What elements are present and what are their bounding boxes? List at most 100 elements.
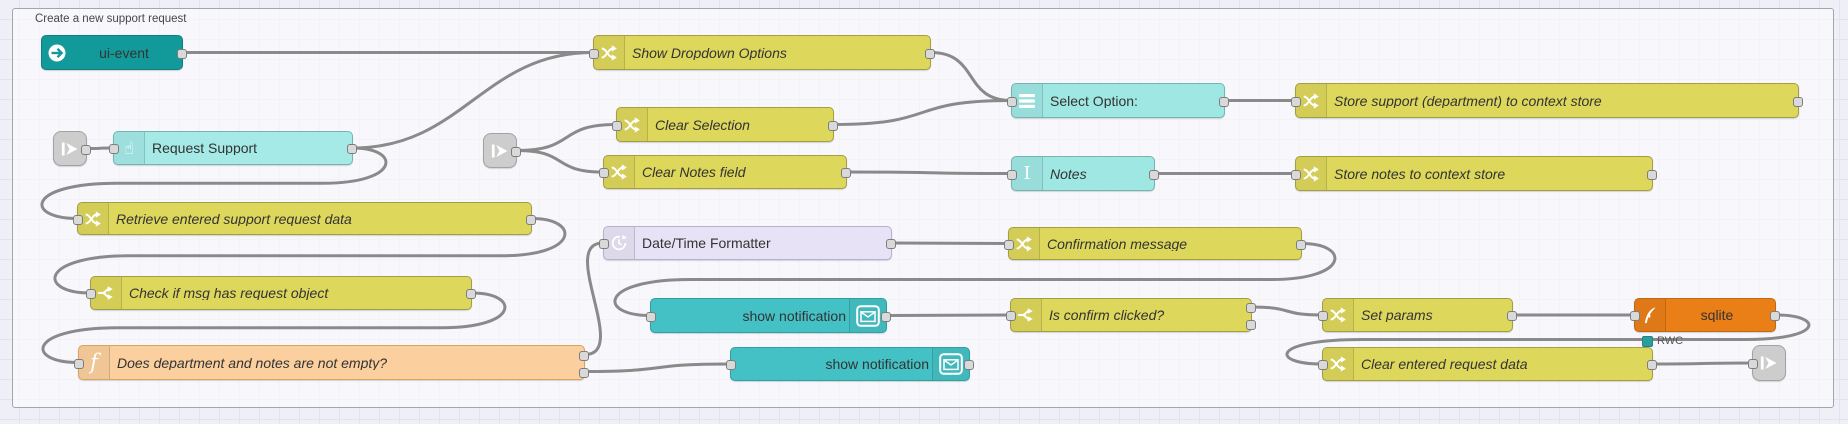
show-dropdown-options-node[interactable]: Show Dropdown Options [589,35,935,70]
output-port[interactable] [1149,169,1159,180]
wire-retrieve-request-data-to-check-msg-request[interactable] [53,217,567,295]
sqlite-node[interactable]: sqlite [1630,298,1780,332]
output-port[interactable] [841,168,851,178]
output-port[interactable] [828,120,838,131]
input-port[interactable] [1748,359,1758,369]
wire-clear-entered-request-to-link-out[interactable] [1651,361,1754,366]
link-arrow-icon [1753,346,1785,380]
clear-notes-field-node[interactable]: Clear Notes field [599,155,851,189]
wire-link-in-1-to-request-support[interactable] [85,146,115,150]
wire-check-msg-request-to-does-not-empty[interactable] [41,291,507,364]
datetime-formatter-node[interactable]: Date/Time Formatter [599,226,896,260]
output-port[interactable] [925,48,935,59]
node-label: Set params [1361,308,1433,322]
clear-entered-request-node[interactable]: Clear entered request data [1318,347,1657,381]
output-port[interactable] [526,214,536,225]
wire-confirmation-message-to-show-notification-1[interactable] [613,242,1337,317]
store-notes-node[interactable]: Store notes to context store [1291,156,1657,191]
input-port[interactable] [726,360,736,370]
set-params-node[interactable]: Set params [1318,298,1517,332]
wire-link-in-2-to-clear-selection[interactable] [515,123,618,152]
wire-does-not-empty-to-datetime-formatter[interactable] [583,241,605,356]
link-arrow-icon [54,132,86,165]
ui-event-node[interactable]: ui-event [41,35,187,70]
clear-selection-node[interactable]: Clear Selection [612,107,838,142]
check-msg-request-node[interactable]: Check if msg has request object [86,276,476,310]
wire-does-not-empty-to-show-notification-2[interactable] [583,362,732,373]
output-port[interactable] [579,350,589,361]
link-out-node[interactable] [1748,345,1786,381]
select-option-node[interactable]: Select Option: [1007,83,1229,118]
show-notification-1-node[interactable]: show notification [646,298,891,333]
output-port[interactable] [1647,169,1657,180]
wire-link-in-2-to-clear-notes-field[interactable] [515,149,605,174]
envelope-icon [932,348,969,380]
link-in-2-node[interactable] [483,133,521,168]
output-port[interactable] [347,144,357,154]
input-port[interactable] [646,311,656,322]
input-port[interactable] [612,120,622,131]
node-label: Show Dropdown Options [632,45,787,60]
request-support-node[interactable]: ☝Request Support [109,131,357,165]
input-port[interactable] [74,358,84,369]
input-port[interactable] [109,144,119,154]
output-port[interactable] [964,360,974,370]
output-port[interactable] [886,239,896,249]
input-port[interactable] [1318,360,1328,370]
output-port[interactable] [1246,320,1256,330]
store-support-department-node[interactable]: Store support (department) to context st… [1291,83,1803,118]
input-port[interactable] [599,168,609,178]
output-port[interactable] [579,367,589,378]
wire-request-support-to-show-dropdown-options[interactable] [351,51,595,150]
output-port[interactable] [81,144,91,155]
output-port[interactable] [1296,239,1306,250]
input-port[interactable] [599,239,609,249]
is-confirm-clicked-node[interactable]: Is confirm clicked? [1006,298,1256,332]
wire-show-notification-1-to-is-confirm-clicked[interactable] [885,313,1012,317]
status-text: RWC [1657,335,1684,347]
input-port[interactable] [589,48,599,59]
wire-request-support-to-retrieve-request-data[interactable] [40,146,388,220]
input-port[interactable] [1007,96,1017,107]
status-dot [1642,335,1653,347]
wire-sqlite-to-clear-entered-request[interactable] [1285,313,1811,366]
output-port[interactable] [1246,303,1256,313]
node-label: Store notes to context store [1334,166,1506,181]
wire-datetime-formatter-to-confirmation-message[interactable] [890,241,1010,245]
input-port[interactable] [1006,311,1016,321]
node-label: Clear Notes field [642,165,746,179]
output-port[interactable] [511,146,521,157]
input-port[interactable] [1004,239,1014,250]
output-port[interactable] [1793,96,1803,107]
output-port[interactable] [1507,311,1517,321]
wire-clear-selection-to-select-option[interactable] [832,99,1013,126]
link-arrow-icon [484,134,516,167]
node-label: Does department and notes are not empty? [117,355,388,370]
wire-show-dropdown-options-to-select-option[interactable] [929,51,1013,102]
output-port[interactable] [1770,311,1780,321]
input-port[interactable] [1291,169,1301,180]
input-port[interactable] [1291,96,1301,107]
input-port[interactable] [73,214,83,225]
show-notification-2-node[interactable]: show notification [726,347,974,381]
output-port[interactable] [177,48,187,59]
link-in-1-node[interactable] [53,131,91,166]
output-port[interactable] [1647,360,1657,370]
input-port[interactable] [1318,311,1328,321]
input-port[interactable] [1007,169,1017,180]
retrieve-request-data-node[interactable]: Retrieve entered support request data [73,202,536,235]
output-port[interactable] [881,311,891,322]
input-port[interactable] [86,289,96,299]
output-port[interactable] [466,289,476,299]
shuffle-arrows-icon [78,203,109,234]
output-port[interactable] [1219,96,1229,107]
confirmation-message-node[interactable]: Confirmation message [1004,227,1306,260]
wire-clear-notes-field-to-notes[interactable] [845,170,1013,175]
clock-rotate-icon [604,227,635,259]
wire-is-confirm-clicked-to-set-params[interactable] [1250,305,1324,317]
node-label: Confirmation message [1047,236,1188,251]
input-port[interactable] [1630,311,1640,321]
